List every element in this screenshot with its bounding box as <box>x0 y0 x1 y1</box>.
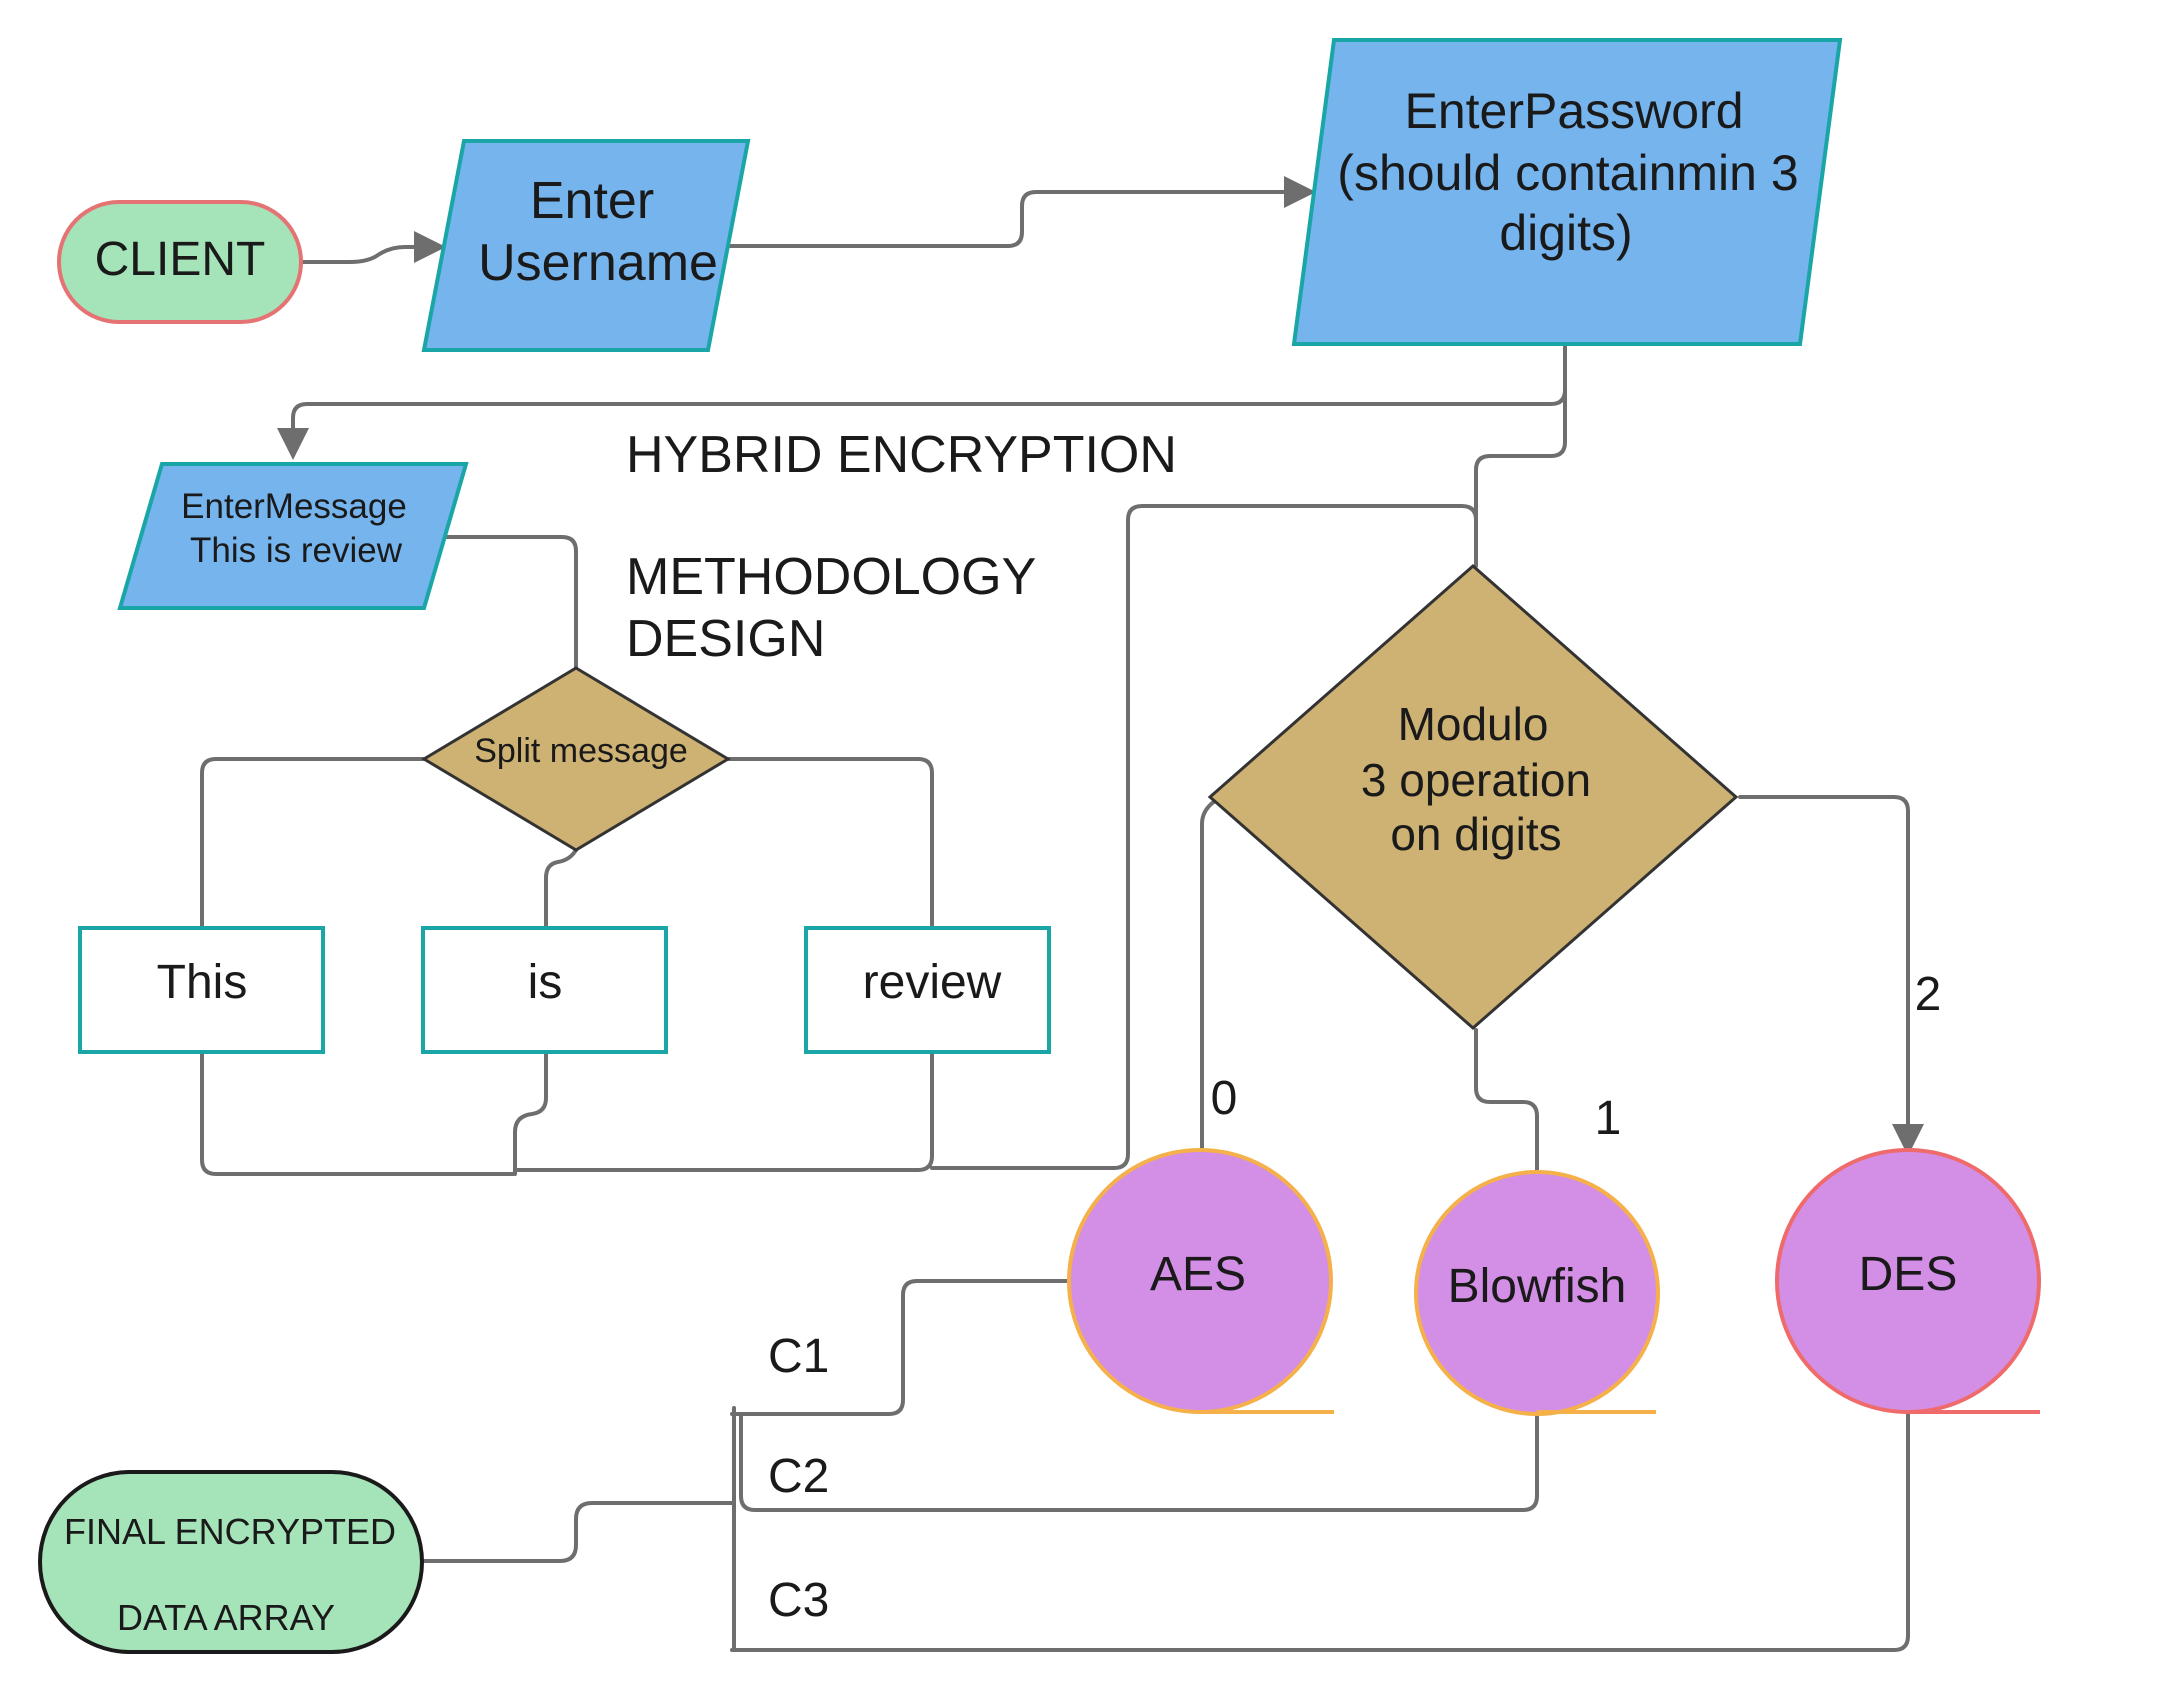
des-algorithm-node: DES <box>1775 1148 2041 1414</box>
enter-password-line1: EnterPassword <box>1404 83 1743 139</box>
edge-username-to-password <box>727 176 1316 248</box>
modulo-line3: on digits <box>1390 808 1561 860</box>
blowfish-label: Blowfish <box>1448 1260 1627 1313</box>
enter-username-line2: Username <box>478 234 718 292</box>
split-message-label: Split message <box>474 732 688 770</box>
enter-username-line1: Enter <box>530 172 654 230</box>
enter-password-line3: digits) <box>1499 205 1632 261</box>
word-box-is: is <box>421 926 668 1054</box>
title-line3: DESIGN <box>626 610 825 668</box>
final-output-line1: FINAL ENCRYPTED <box>64 1511 396 1552</box>
final-output-shape <box>38 1470 424 1654</box>
edge-modulo-to-des <box>1738 795 1924 1156</box>
enter-message-shape <box>117 462 469 610</box>
word-box-this-shape <box>78 926 325 1054</box>
word-box-this-label: This <box>157 956 248 1009</box>
final-output-line2: DATA ARRAY <box>117 1597 335 1638</box>
edge-is-to-bus <box>513 1050 548 1176</box>
edge-modulo-to-blowfish <box>1474 1028 1539 1175</box>
cipher-label-c3: C3 <box>768 1574 829 1627</box>
title-line2: METHODOLOGY <box>626 548 1036 606</box>
edge-des-to-output <box>730 1412 1910 1652</box>
edge-collector-to-final <box>420 1501 736 1563</box>
modulo-line1: Modulo <box>1398 698 1549 750</box>
enter-password-input: EnterPassword (should containmin 3 digit… <box>1291 38 1843 346</box>
modulo-line2: 3 operation <box>1361 754 1591 806</box>
edge-client-to-username <box>299 231 446 264</box>
edge-password-to-modulo <box>1474 388 1567 568</box>
enter-username-input: Enter Username <box>421 139 751 352</box>
enter-message-input: EnterMessage This is review <box>117 462 469 610</box>
branch-label-2: 2 <box>1915 968 1942 1021</box>
connectors <box>200 176 1924 1652</box>
title-line1: HYBRID ENCRYPTION <box>626 426 1177 484</box>
word-box-review-label: review <box>863 956 1002 1009</box>
enter-message-line1: EnterMessage <box>181 487 407 526</box>
blowfish-algorithm-node: Blowfish <box>1414 1170 1660 1416</box>
final-output-terminal: FINAL ENCRYPTED DATA ARRAY <box>38 1470 424 1654</box>
word-box-this: This <box>78 926 325 1054</box>
split-message-decision: Split message <box>421 666 731 852</box>
aes-algorithm-node: AES <box>1067 1148 1334 1414</box>
edge-split-to-is <box>544 848 578 930</box>
enter-password-shape <box>1291 38 1843 346</box>
diagram-title: HYBRID ENCRYPTION METHODOLOGY DESIGN <box>626 426 1177 668</box>
word-box-is-label: is <box>528 956 563 1009</box>
client-terminal: CLIENT <box>57 200 303 324</box>
edge-blowfish-to-output <box>739 1412 1539 1512</box>
edge-message-to-split <box>444 535 578 670</box>
cipher-label-c2: C2 <box>768 1450 829 1503</box>
split-message-shape <box>421 666 731 852</box>
modulo-shape <box>1207 564 1739 1030</box>
edge-modulo-to-aes <box>1200 799 1217 1154</box>
branch-label-1: 1 <box>1595 1092 1622 1145</box>
client-label: CLIENT <box>95 233 266 286</box>
word-box-review: review <box>804 926 1051 1054</box>
enter-password-line2: (should containmin 3 <box>1337 145 1798 201</box>
word-box-is-shape <box>421 926 668 1054</box>
edge-aes-to-output <box>730 1279 1073 1416</box>
branch-label-0: 0 <box>1211 1072 1238 1125</box>
edge-bus-to-modulo <box>930 504 1478 1170</box>
edge-split-to-review <box>726 757 934 930</box>
aes-label: AES <box>1150 1248 1246 1301</box>
cipher-label-c1: C1 <box>768 1330 829 1383</box>
enter-username-shape <box>421 139 751 352</box>
enter-message-line2: This is review <box>190 531 403 570</box>
modulo-decision: Modulo 3 operation on digits <box>1207 564 1739 1030</box>
word-box-review-shape <box>804 926 1051 1054</box>
edge-split-to-this <box>200 757 426 930</box>
edge-review-to-bus <box>513 1050 934 1172</box>
edge-this-to-bus <box>200 1050 515 1176</box>
client-terminal-shape <box>57 200 303 324</box>
des-label: DES <box>1859 1248 1958 1301</box>
